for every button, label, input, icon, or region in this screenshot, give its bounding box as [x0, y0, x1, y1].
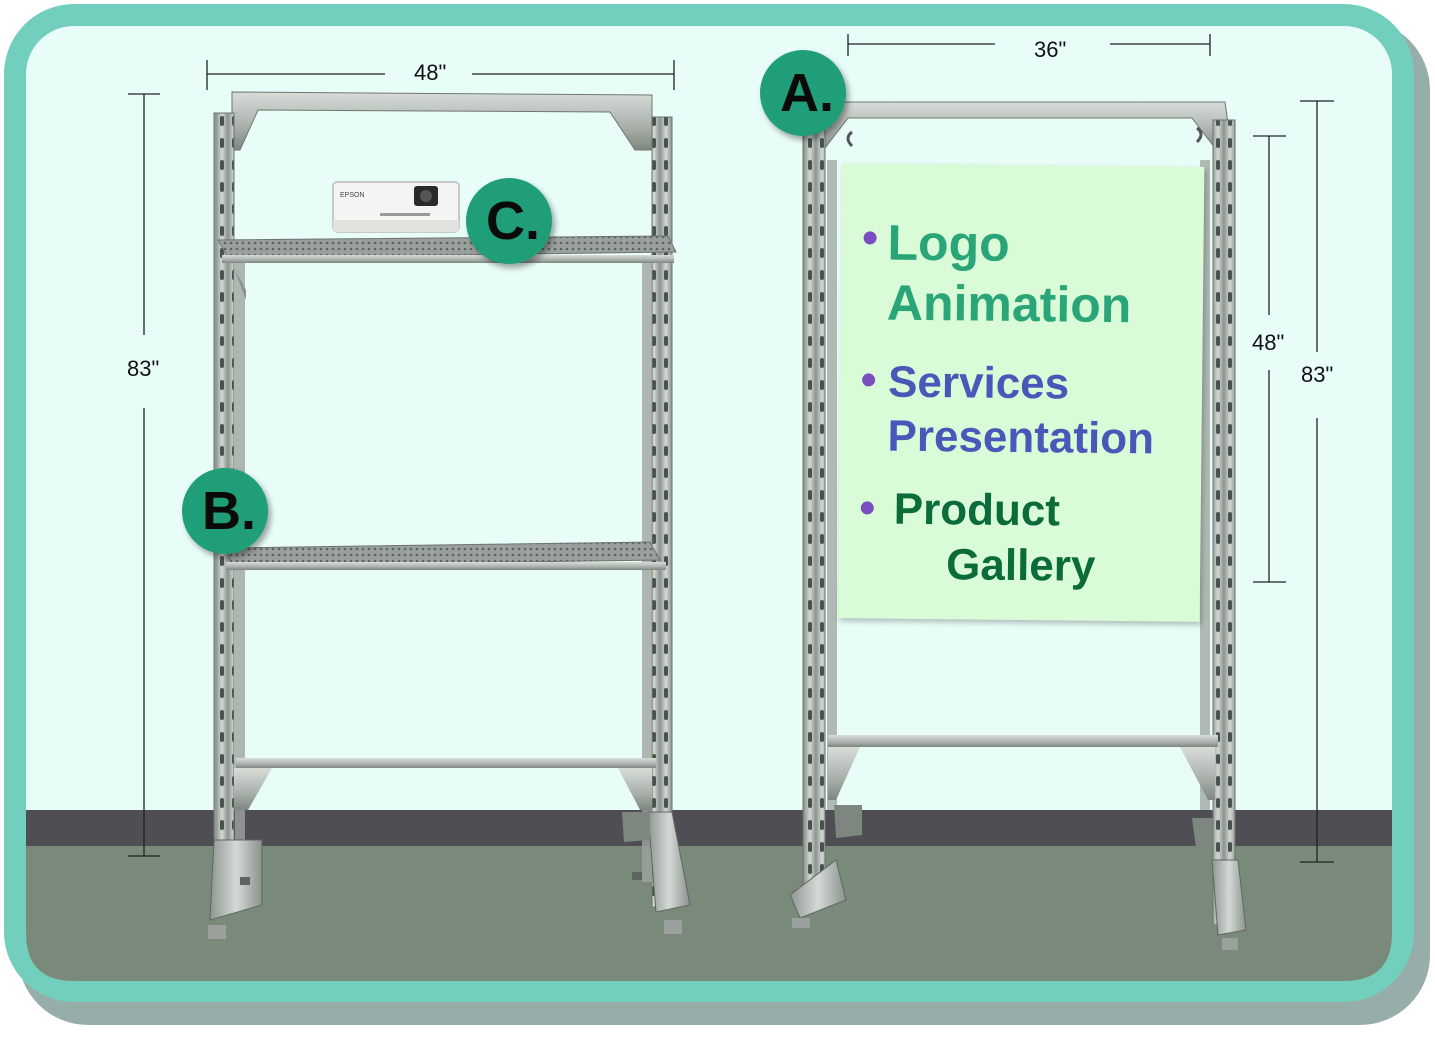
badge-a: A. — [760, 50, 846, 136]
badge-c: C. — [466, 178, 552, 264]
sign-item-2-line-2: Presentation — [887, 411, 1155, 464]
sign-item-3-line-1: Product — [893, 484, 1061, 536]
dimension-lines — [128, 34, 1334, 863]
sign-panel: Logo Animation Services Presentation Pro… — [837, 163, 1205, 622]
right-stand — [789, 101, 1247, 950]
sign-height-label: 48" — [1252, 330, 1285, 355]
badge-b-label: B. — [202, 481, 256, 541]
bullet-dot — [860, 501, 874, 515]
sign-item-3-line-2: Gallery — [945, 540, 1096, 591]
svg-text:EPSON: EPSON — [340, 192, 365, 199]
left-width-label: 48" — [414, 60, 447, 85]
badge-b: B. — [182, 468, 268, 554]
right-width-label: 36" — [1034, 37, 1067, 62]
left-height-label: 83" — [127, 356, 160, 381]
bullet-dot — [863, 231, 877, 245]
floor — [26, 846, 1392, 981]
projector: EPSON — [332, 181, 460, 233]
right-height-label: 83" — [1301, 362, 1334, 387]
badge-a-label: A. — [780, 63, 834, 123]
left-stand: EPSON — [208, 91, 691, 939]
bullet-dot — [862, 373, 876, 387]
badge-c-label: C. — [486, 191, 540, 251]
sign-item-1-line-1: Logo — [887, 214, 1011, 272]
sign-item-2-line-1: Services — [887, 357, 1070, 409]
sign-item-1-line-2: Animation — [886, 274, 1132, 334]
